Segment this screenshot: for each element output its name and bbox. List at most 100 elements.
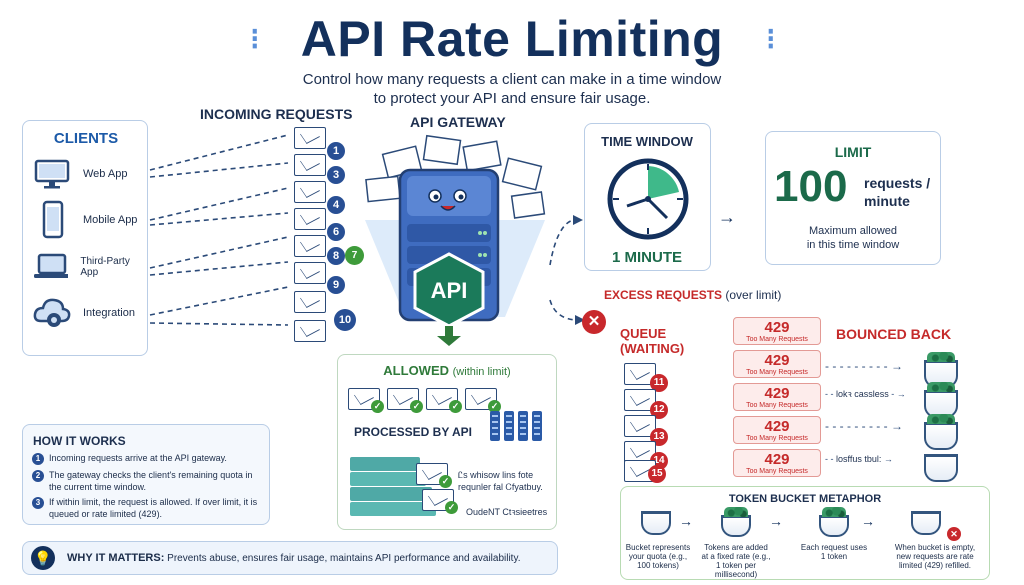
why-it-matters-text: WHY IT MATTERS: Prevents abuse, ensures … bbox=[67, 552, 521, 564]
processed-stack bbox=[350, 502, 436, 516]
bounce-arrow-label-2: - - losffus tbul: → bbox=[825, 454, 893, 464]
client-label: Third-Party App bbox=[80, 256, 130, 278]
allowed-label-suffix: (within limit) bbox=[452, 366, 511, 378]
envelope-icon bbox=[294, 320, 326, 342]
phone-icon bbox=[42, 200, 64, 239]
error-text: Too Many Requests bbox=[746, 336, 808, 343]
bucket-empty-icon bbox=[911, 511, 941, 535]
error-text: Too Many Requests bbox=[746, 435, 808, 442]
envelope-icon bbox=[294, 291, 326, 313]
why-it-matters-panel: 💡 WHY IT MATTERS: Prevents abuse, ensure… bbox=[22, 541, 558, 575]
bucket-empty-icon bbox=[641, 511, 671, 535]
arrow-right-icon: → bbox=[718, 207, 736, 227]
limit-description: Maximum allowed in this time window bbox=[766, 224, 940, 252]
excess-label-suffix: (over limit) bbox=[725, 288, 782, 302]
error-429-box: 429 Too Many Requests bbox=[733, 449, 821, 477]
incoming-requests-label: INCOMING REQUESTS bbox=[200, 106, 353, 122]
allowed-note-line-2: requnler fal Ꮯfyatbuy. bbox=[458, 482, 543, 492]
time-window-header: TIME WINDOW bbox=[601, 134, 693, 149]
request-badge: 7 bbox=[345, 246, 364, 265]
limit-desc-line-2: in this time window bbox=[806, 239, 900, 251]
allowed-note: Ꮭs whisow lins fote requnler fal Ꮯfyatbu… bbox=[458, 469, 543, 493]
envelope-icon bbox=[294, 208, 326, 230]
client-integration: Integration bbox=[33, 293, 145, 333]
arrow-right-icon: → bbox=[769, 513, 783, 529]
server-icon bbox=[518, 411, 528, 441]
incoming-envelopes: 1 3 4 6 8 7 9 10 bbox=[294, 124, 364, 349]
step-number: 3 bbox=[32, 497, 44, 509]
clock-icon bbox=[607, 158, 689, 240]
error-code: 429 bbox=[764, 319, 790, 336]
clients-panel: CLIENTS Web App Mobile App Third-Party A… bbox=[22, 120, 148, 356]
token-step-text: Tokens are added at a fixed rate (e.g., … bbox=[701, 543, 771, 579]
server-icon bbox=[490, 411, 500, 441]
check-icon: ✓ bbox=[371, 400, 384, 413]
lightbulb-icon: 💡 bbox=[31, 546, 55, 570]
api-badge: API bbox=[430, 278, 468, 303]
envelope-icon bbox=[294, 262, 326, 284]
error-code: 429 bbox=[764, 352, 790, 369]
limit-unit: requests / minute bbox=[864, 174, 930, 210]
limit-desc-line-1: Maximum allowed bbox=[808, 225, 898, 237]
server-icon bbox=[504, 411, 514, 441]
token-bucket-panel: TOKEN BUCKET METAPHOR → → → ✕ Bucket rep… bbox=[620, 486, 990, 580]
envelope-icon bbox=[294, 181, 326, 203]
client-label: Integration bbox=[83, 307, 135, 319]
time-window-duration: 1 MINUTE bbox=[611, 249, 682, 266]
envelope-icon bbox=[624, 389, 656, 411]
error-text: Too Many Requests bbox=[746, 402, 808, 409]
arrow-dash-icon: - - - - - - - - - → bbox=[825, 359, 903, 373]
error-429-box: 429 Too Many Requests bbox=[733, 416, 821, 444]
client-label: Mobile App bbox=[83, 214, 138, 226]
allowed-note-line-3: OudeNT Ctꝛsieetres bbox=[466, 507, 548, 517]
queue-label: QUEUE (WAITING) bbox=[620, 326, 684, 356]
subtitle-line-1: Control how many requests a client can m… bbox=[302, 71, 722, 88]
api-gateway-label: API GATEWAY bbox=[410, 114, 506, 130]
allowed-note-line-1: Ꮭs whisow lins fote bbox=[458, 470, 534, 480]
subtitle: Control how many requests a client can m… bbox=[0, 70, 1024, 108]
queue-number: 11 bbox=[650, 374, 668, 392]
check-icon: ✓ bbox=[410, 400, 423, 413]
error-429-box: 429 Too Many Requests bbox=[733, 350, 821, 378]
error-x-icon: ✕ bbox=[947, 527, 961, 541]
bucket-full-icon bbox=[924, 414, 958, 450]
step-text: The gateway checks the client's remainin… bbox=[49, 470, 253, 492]
bounced-back-label: BOUNCED BACK bbox=[836, 326, 952, 342]
bucket-full-icon bbox=[819, 507, 849, 537]
server-icon bbox=[532, 411, 542, 441]
client-mobile-app: Mobile App bbox=[33, 200, 145, 240]
cloud-gear-icon bbox=[33, 298, 71, 327]
bounce-arrow-text: losffus tbul: bbox=[836, 454, 882, 464]
limit-panel: LIMIT 100 requests / minute Maximum allo… bbox=[765, 131, 941, 265]
request-number: 3 bbox=[327, 166, 345, 184]
allowed-panel: ALLOWED (within limit) ✓ ✓ ✓ ✓ PROCESSED… bbox=[337, 354, 557, 530]
arrow-dash-icon: - - - - - - - - - → bbox=[825, 419, 903, 433]
how-it-works-panel: HOW IT WORKS 1 Incoming requests arrive … bbox=[22, 424, 270, 525]
client-web-app: Web App bbox=[33, 154, 145, 194]
check-icon: ✓ bbox=[488, 400, 501, 413]
why-label: WHY IT MATTERS: bbox=[67, 552, 165, 564]
limit-value: 100 bbox=[774, 162, 848, 211]
how-it-works-header: HOW IT WORKS bbox=[33, 434, 126, 448]
arrow-right-icon: → bbox=[861, 513, 875, 529]
queue-label-line-1: QUEUE bbox=[620, 326, 667, 341]
request-number: 8 bbox=[327, 247, 345, 265]
time-window-panel: TIME WINDOW 1 MINUTE bbox=[584, 123, 711, 271]
excess-requests-label: EXCESS REQUESTS (over limit) bbox=[604, 288, 781, 302]
request-number: 6 bbox=[327, 223, 345, 241]
api-gateway-illustration bbox=[365, 134, 546, 346]
clients-header: CLIENTS bbox=[53, 130, 119, 147]
check-icon: ✓ bbox=[439, 475, 452, 488]
step-number: 2 bbox=[32, 470, 44, 482]
why-description: Prevents abuse, ensures fair usage, main… bbox=[167, 553, 521, 564]
excess-label-text: EXCESS REQUESTS bbox=[604, 288, 723, 302]
allowed-label: ALLOWED (within limit) bbox=[338, 363, 556, 378]
processed-stack bbox=[350, 472, 426, 486]
request-number: 9 bbox=[327, 276, 345, 294]
envelope-icon bbox=[294, 154, 326, 176]
step-text: Incoming requests arrive at the API gate… bbox=[49, 453, 227, 463]
token-step-text: When bucket is empty, new requests are r… bbox=[894, 543, 976, 570]
envelope-icon bbox=[294, 235, 326, 257]
processed-stack bbox=[350, 487, 432, 501]
queue-label-line-2: (WAITING) bbox=[620, 341, 685, 356]
